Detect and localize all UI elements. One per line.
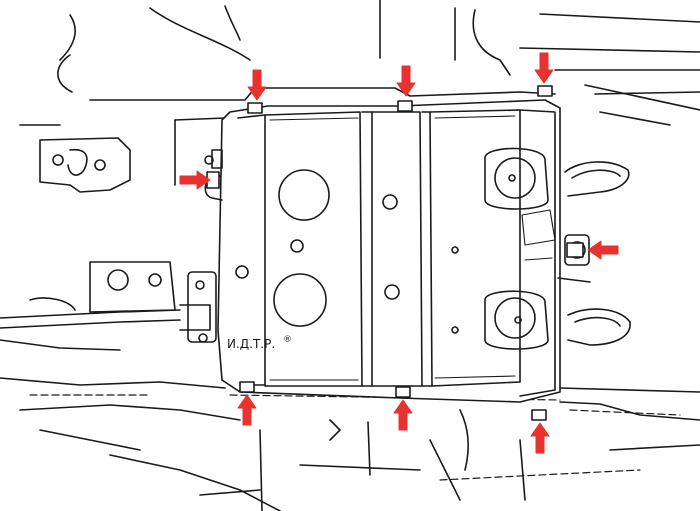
left-mount-bracket (39, 137, 131, 193)
arrow-bottom-center (393, 399, 413, 431)
registered-mark: ® (283, 335, 292, 345)
right-mount-bosses (484, 147, 631, 350)
arrow-top-left (247, 69, 267, 101)
bolt-right-side (566, 242, 584, 258)
bolt-bottom-left (239, 381, 255, 393)
bolt-top-right (537, 85, 553, 97)
shift-linkage (0, 261, 217, 343)
arrow-bottom-left (237, 394, 257, 426)
watermark-text: И.Д.Т.Р. (227, 337, 275, 351)
bolt-top-left (247, 102, 263, 114)
bolt-top-center (397, 100, 413, 112)
bolt-bottom-right (531, 409, 547, 421)
bolt-arrows (179, 52, 619, 454)
arrow-right-side (587, 240, 619, 260)
arrow-bottom-right (530, 422, 550, 454)
arrow-left-side (179, 170, 211, 190)
arrow-top-center (396, 65, 416, 97)
bolt-bottom-center (395, 386, 411, 398)
oil-sump-plate (204, 99, 561, 403)
arrow-top-right (534, 52, 554, 84)
